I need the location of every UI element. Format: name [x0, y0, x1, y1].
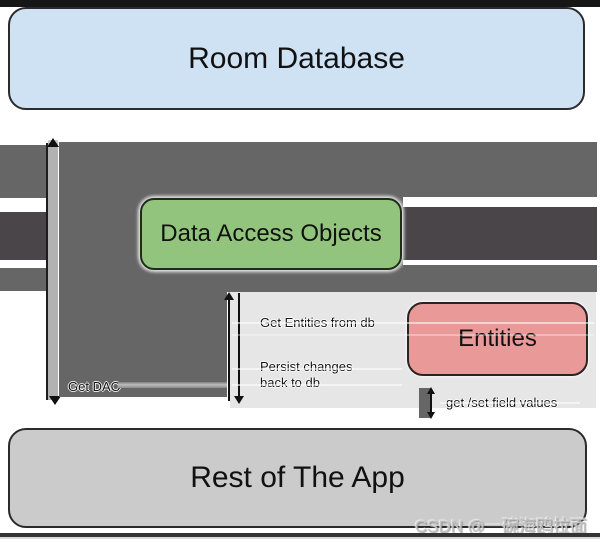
bottom-edge-bar	[0, 533, 600, 537]
get-entities-arrow-shaft	[228, 296, 230, 401]
rest-of-the-app-box: Rest of The App	[8, 428, 587, 528]
get-dao-streak-line	[118, 382, 227, 388]
get-set-arrowhead-down-icon	[427, 412, 435, 419]
get-set-arrowhead-up-icon	[427, 387, 435, 394]
vertical-arrow-edge-line	[46, 143, 48, 400]
left-arrow-block-upper	[0, 145, 47, 198]
get-set-arrow-bar	[419, 388, 431, 418]
persist-changes-line2: back to db	[260, 375, 320, 390]
left-arrow-block-lower	[0, 268, 47, 291]
streak-artifact	[232, 384, 402, 386]
vertical-arrow-shaft	[48, 143, 58, 400]
room-database-box: Room Database	[8, 7, 585, 110]
data-access-objects-box: Data Access Objects	[140, 198, 402, 270]
streak-artifact	[232, 334, 594, 336]
streak-artifact	[232, 322, 594, 324]
get-entities-arrowhead-icon	[224, 292, 234, 300]
streak-artifact	[440, 402, 580, 404]
persist-arrowhead-icon	[234, 396, 244, 404]
entities-label: Entities	[458, 325, 537, 352]
rest-of-the-app-label: Rest of The App	[190, 461, 405, 494]
dark-horizontal-band	[403, 207, 597, 260]
bottom-edge-line	[0, 537, 600, 539]
arrowhead-up-icon	[47, 138, 59, 147]
left-arrow-block-dark	[0, 212, 47, 260]
arrowhead-down-icon	[49, 396, 61, 405]
get-set-arrow-shaft	[430, 392, 432, 412]
persist-arrow-shaft	[238, 293, 240, 398]
persist-changes-label: Persist changes back to db	[260, 359, 370, 391]
white-stripe-lower	[403, 260, 597, 265]
entities-box: Entities	[407, 302, 588, 376]
main-arrow-block-lower-left	[59, 292, 227, 397]
white-stripe-upper	[403, 197, 597, 207]
get-dao-label: Get DAO	[68, 379, 121, 394]
data-access-objects-label: Data Access Objects	[160, 220, 382, 247]
streak-artifact	[232, 368, 402, 370]
csdn-watermark: CSDN @一碗海鸥拉面	[414, 517, 587, 536]
persist-changes-line1: Persist changes	[260, 359, 353, 374]
room-database-label: Room Database	[188, 41, 405, 75]
top-edge-bar	[0, 0, 600, 7]
